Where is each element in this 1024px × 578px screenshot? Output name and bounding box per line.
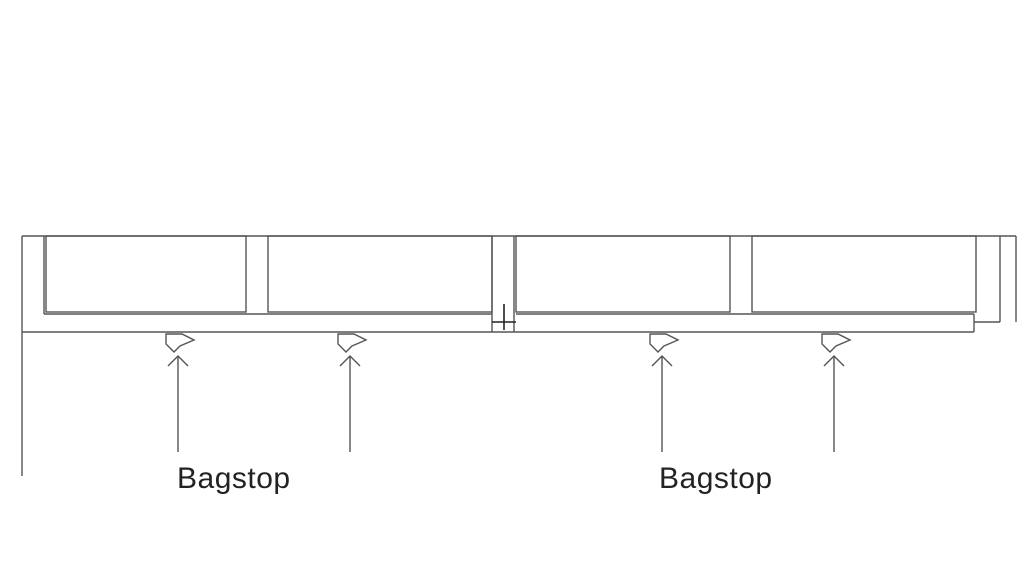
crosshair-mark (492, 304, 516, 330)
bagstop-shape (337, 333, 368, 353)
bagstop-shape (649, 333, 680, 353)
bagstop-shape (165, 333, 196, 353)
cabinet-4 (751, 235, 977, 313)
arrow-3 (651, 355, 673, 452)
arrow-4 (823, 355, 845, 452)
arrow-2 (339, 355, 361, 452)
cabinet-2 (267, 235, 493, 313)
bagstop-label-right: Bagstop (659, 462, 773, 495)
cabinet-1 (45, 235, 247, 313)
bagstop-2 (337, 333, 368, 353)
bagstop-1 (165, 333, 196, 353)
bagstop-shape (821, 333, 852, 353)
cabinet-run (21, 235, 1017, 476)
arrow-1 (167, 355, 189, 452)
cabinet-3 (515, 235, 731, 313)
bagstop-3 (649, 333, 680, 353)
bagstop-label-left: Bagstop (177, 462, 291, 495)
bagstop-4 (821, 333, 852, 353)
